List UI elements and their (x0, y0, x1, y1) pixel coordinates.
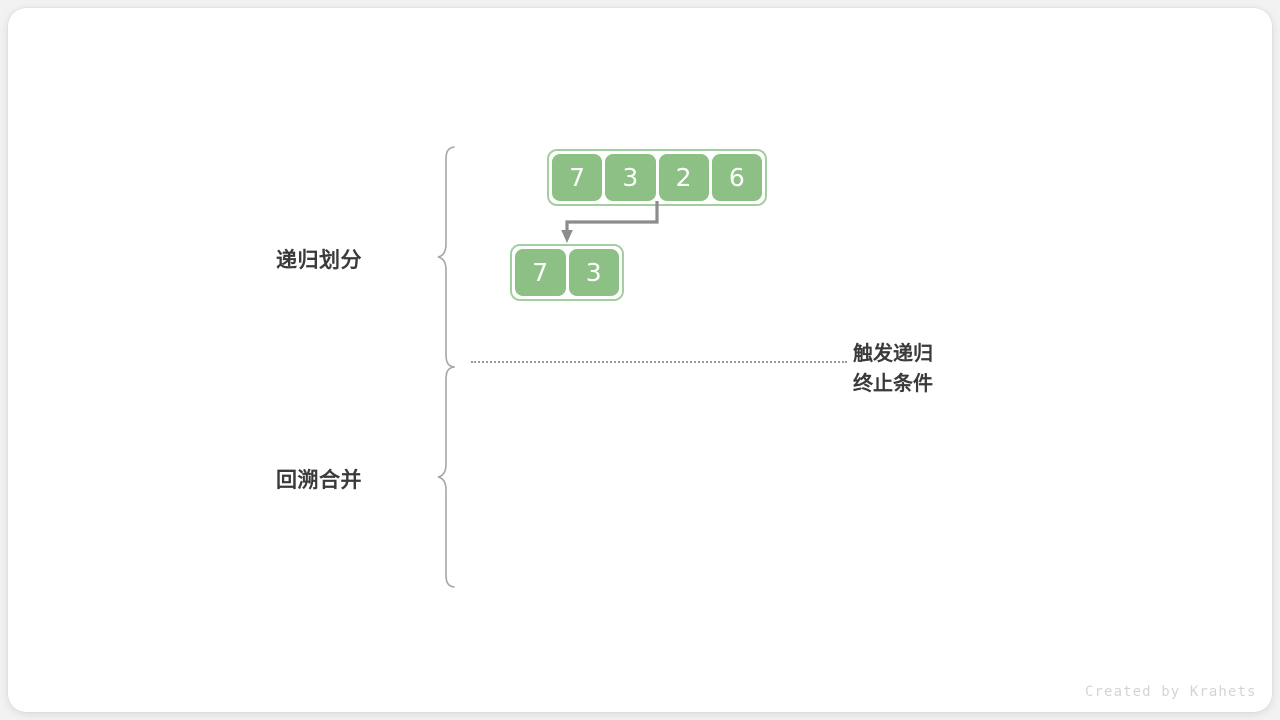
phase-label-merge: 回溯合并 (276, 469, 362, 492)
termination-note-line2: 终止条件 (853, 373, 933, 395)
diagram-stage: 递归划分 回溯合并 7 3 2 6 7 3 触 (8, 8, 1272, 712)
termination-note-line1: 触发递归 (853, 343, 933, 365)
brace-merge-icon (437, 366, 455, 588)
termination-condition-note: 触发递归 终止条件 (853, 339, 933, 399)
array-cell: 7 (552, 154, 603, 201)
recursion-arrow-icon (561, 201, 659, 243)
array-root: 7 3 2 6 (547, 149, 767, 206)
array-cell: 3 (568, 249, 619, 296)
watermark: Created by Krahets (1085, 684, 1257, 700)
phase-label-divide: 递归划分 (276, 249, 362, 272)
array-cell: 6 (711, 154, 762, 201)
array-left-half: 7 3 (510, 244, 624, 301)
array-cell: 2 (658, 154, 709, 201)
recursion-divider (471, 361, 847, 363)
array-cell: 7 (515, 249, 566, 296)
brace-divide-icon (437, 146, 455, 368)
array-cell: 3 (605, 154, 656, 201)
diagram-canvas: 递归划分 回溯合并 7 3 2 6 7 3 触 (8, 8, 1272, 712)
